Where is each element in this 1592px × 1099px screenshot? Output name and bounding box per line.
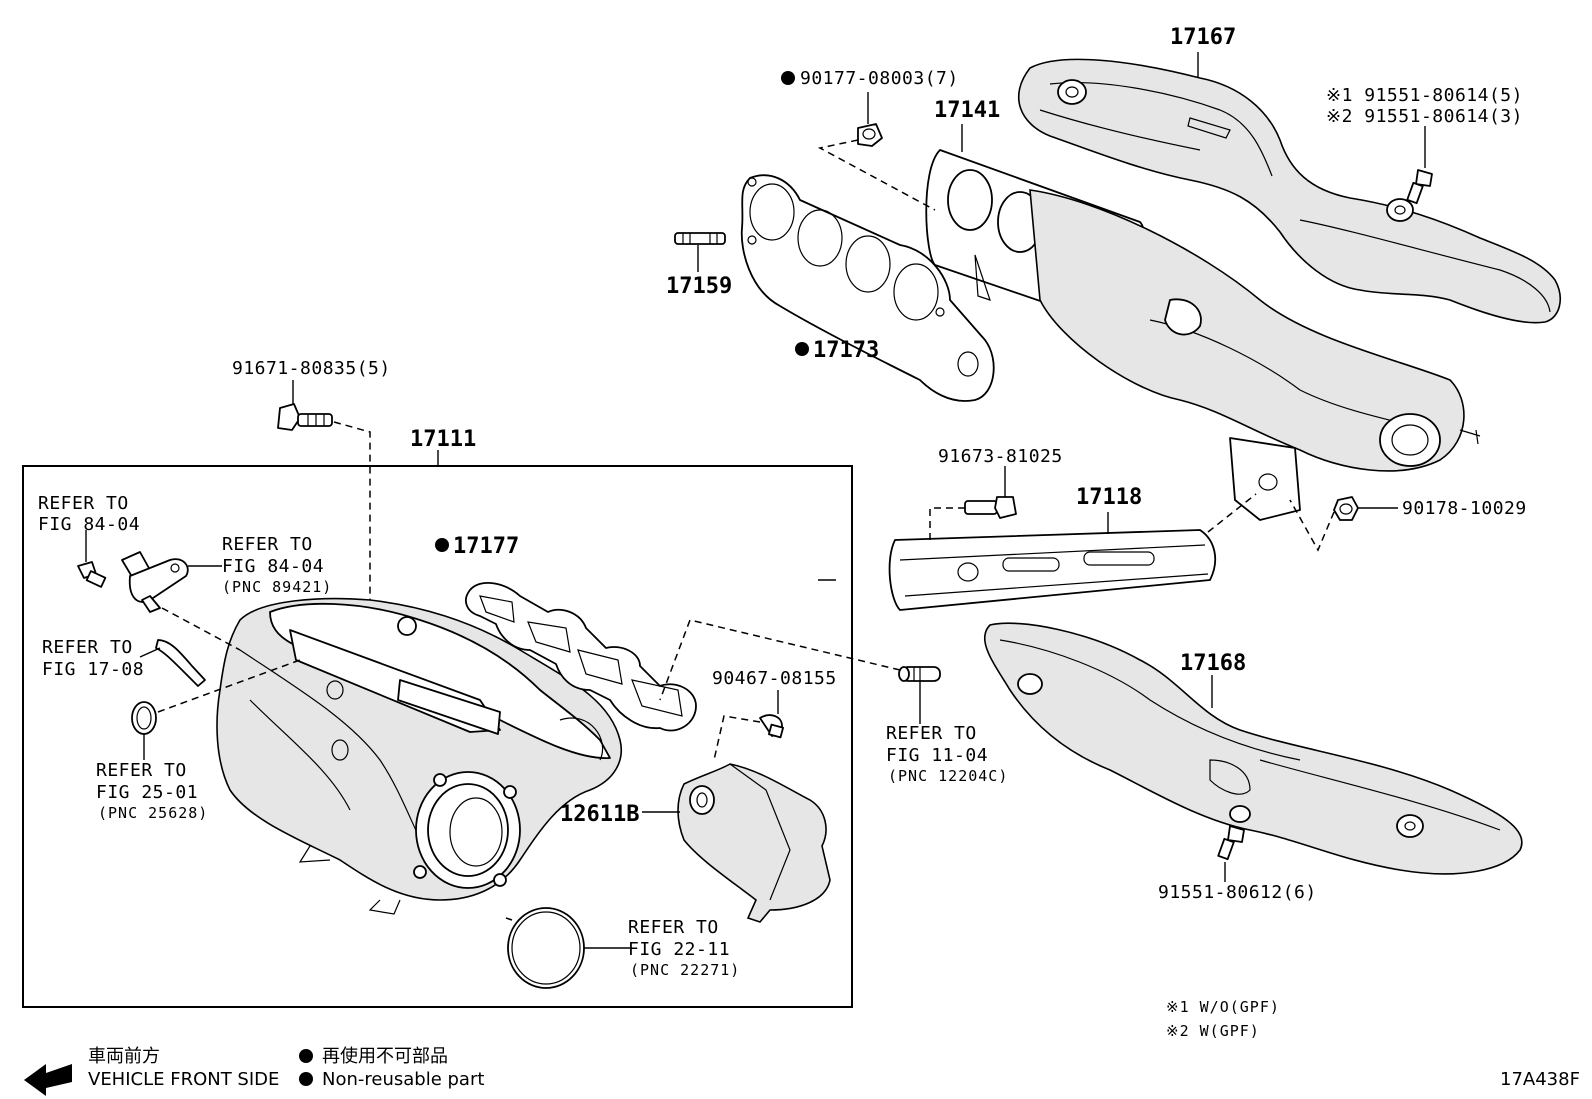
refer-r6-pnc: (PNC 22271) [630, 961, 740, 979]
nonreusable-legend-dot-2 [299, 1072, 313, 1086]
sensor-bolt [77, 530, 107, 588]
refer-r6-line1: REFER TO [628, 917, 719, 938]
refer-r3-line1: REFER TO [42, 637, 133, 658]
label-12611B: 12611B [560, 802, 639, 827]
refer-r4-pnc: (PNC 25628) [98, 804, 208, 822]
note-2: ※2 W(GPF) [1166, 1022, 1260, 1040]
label-90467: 90467-08155 [712, 668, 837, 689]
label-17118: 17118 [1076, 485, 1142, 510]
label-17111: 17111 [410, 427, 476, 452]
stud-17159 [674, 232, 726, 272]
nonreuse-label-en: Non-reusable part [322, 1069, 484, 1090]
hose-17-08 [139, 639, 206, 687]
front-label-en: VEHICLE FRONT SIDE [88, 1069, 279, 1090]
nonreuse-label-jp: 再使用不可部品 [322, 1046, 448, 1067]
label-91551-c: 91551-80612(6) [1158, 882, 1317, 903]
bracket-17118 [888, 493, 1257, 611]
sensor-89421 [121, 551, 241, 651]
label-90178: 90178-10029 [1402, 498, 1527, 519]
bolt-91673 [929, 466, 1017, 540]
label-17173: 17173 [813, 338, 879, 363]
label-17167: 17167 [1170, 25, 1236, 50]
label-91551-b: ※2 91551-80614(3) [1326, 106, 1523, 127]
bolt-91551-80614 [1406, 126, 1433, 205]
refer-r1-line1: REFER TO [38, 493, 129, 514]
label-17168: 17168 [1180, 651, 1246, 676]
front-label-jp: 車両前方 [88, 1046, 160, 1067]
refer-r2-line1: REFER TO [222, 534, 313, 555]
diagram-id: 17A438F [1500, 1069, 1580, 1090]
nonreusable-dot-90177 [781, 71, 795, 85]
label-90177: 90177-08003(7) [800, 68, 959, 89]
refer-r2-line2: FIG 84-04 [222, 556, 324, 577]
label-91673: 91673-81025 [938, 446, 1063, 467]
label-17177: 17177 [453, 534, 519, 559]
bolt-91671 [277, 380, 371, 600]
refer-r6-line2: FIG 22-11 [628, 939, 730, 960]
heat-insulator-17167 [1018, 58, 1561, 324]
refer-r1-line2: FIG 84-04 [38, 514, 140, 535]
nonreusable-dot-17173 [795, 342, 809, 356]
nut-90178 [1289, 496, 1398, 552]
insulator-12611B [642, 763, 831, 923]
bolt-91551-80612 [1217, 825, 1245, 882]
fitting-12204C [659, 619, 941, 724]
refer-r4-line1: REFER TO [96, 760, 187, 781]
refer-r5-pnc: (PNC 12204C) [888, 767, 1008, 785]
label-91671: 91671-80835(5) [232, 358, 391, 379]
front-arrow-icon [24, 1064, 72, 1096]
label-17141: 17141 [934, 98, 1000, 123]
label-17159: 17159 [666, 274, 732, 299]
gasket-ring-22271 [505, 907, 630, 989]
exhaust-manifold-17141 [925, 149, 1481, 521]
refer-r5-line2: FIG 11-04 [886, 745, 988, 766]
o-ring-25628 [131, 659, 301, 760]
heat-insulator-17168 [984, 622, 1523, 875]
refer-r5-line1: REFER TO [886, 723, 977, 744]
refer-r3-line2: FIG 17-08 [42, 659, 144, 680]
gasket-17173 [740, 174, 995, 402]
plug-90467 [713, 690, 784, 761]
label-91551-a: ※1 91551-80614(5) [1326, 85, 1523, 106]
note-1: ※1 W/O(GPF) [1166, 998, 1280, 1016]
nonreusable-legend-dot [299, 1049, 313, 1063]
refer-r4-line2: FIG 25-01 [96, 782, 198, 803]
intake-manifold-17111 [216, 597, 622, 915]
nut-90177 [817, 92, 936, 211]
refer-r2-pnc: (PNC 89421) [222, 578, 332, 596]
nonreusable-dot-17177 [435, 538, 449, 552]
gasket-17177 [465, 582, 697, 732]
